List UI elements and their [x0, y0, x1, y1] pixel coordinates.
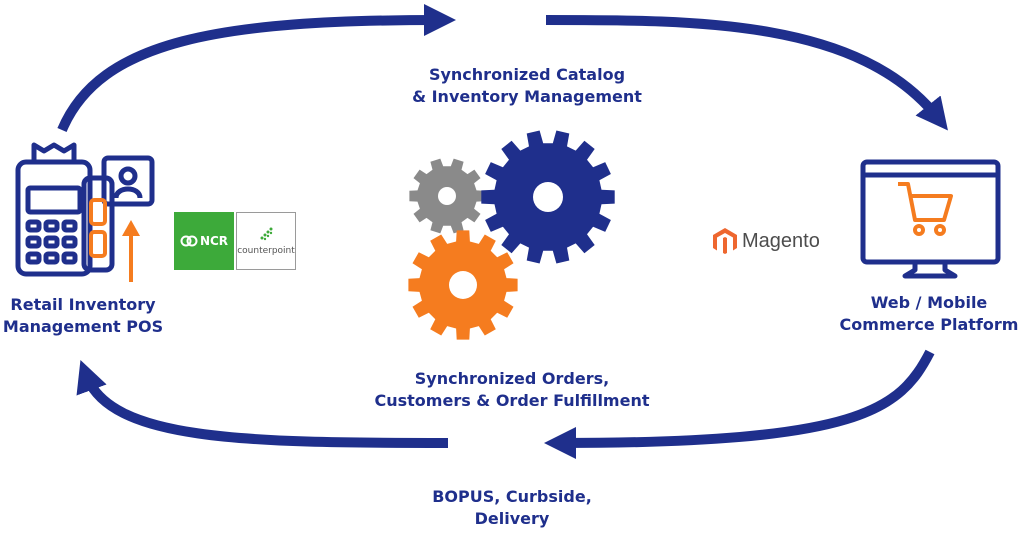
gear-hole [533, 182, 563, 212]
label-retail-pos: Retail Inventory Management POS [2, 295, 164, 336]
label-synchronized-orders: Synchronized Orders, Customers & Order F… [374, 369, 650, 410]
arrow-bottom-right [544, 349, 935, 459]
cart-icon [898, 182, 953, 236]
counterpoint-mark-icon [260, 227, 273, 241]
arrow-top-right [545, 15, 948, 131]
label-synchronized-catalog: Synchronized Catalog & Inventory Managem… [412, 65, 642, 106]
ncr-logo: NCR [174, 212, 234, 270]
label-fulfillment-options: BOPUS, Curbside, Delivery [432, 487, 592, 528]
ncr-mark-icon [180, 235, 198, 247]
gear-hole [438, 187, 456, 205]
gear-hole [449, 271, 477, 299]
monitor-cart-icon [860, 159, 1001, 279]
magento-logo: Magento [712, 226, 820, 256]
label-commerce-platform: Web / Mobile Commerce Platform [839, 293, 1019, 334]
counterpoint-logo-text: counterpoint [237, 246, 295, 256]
ncr-logo-text: NCR [199, 234, 229, 248]
orange-card-icon [89, 198, 107, 258]
navy-gear-icon [481, 130, 615, 264]
arrow-top-left [57, 4, 456, 132]
magento-logo-text: Magento [742, 229, 820, 252]
upload-arrow-icon [122, 220, 140, 282]
arrow-bottom-left [76, 360, 449, 448]
magento-mark-icon [713, 228, 737, 254]
counterpoint-logo: counterpoint [236, 212, 296, 270]
orange-gear-icon [408, 230, 518, 340]
gray-gear-icon [409, 158, 485, 234]
